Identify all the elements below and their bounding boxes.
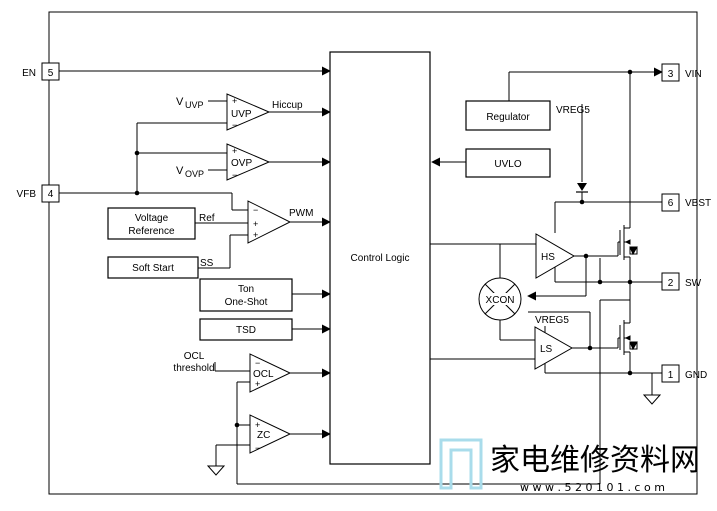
- svg-text:EN: EN: [22, 68, 36, 79]
- low-side-mosfet: [618, 320, 638, 355]
- svg-text:家电维修资料网: 家电维修资料网: [490, 443, 700, 478]
- svg-text:+: +: [255, 379, 260, 389]
- vuvp-label: V: [176, 96, 184, 108]
- ss-label: SS: [200, 258, 214, 269]
- svg-text:OVP: OVP: [231, 158, 252, 169]
- ground-icon: [206, 465, 226, 476]
- ic-boundary: [48, 11, 698, 495]
- high-side-mosfet: [618, 225, 638, 260]
- svg-text:One-Shot: One-Shot: [225, 297, 268, 308]
- svg-text:5: 5: [48, 68, 54, 79]
- ovp-comparator: + − OVP: [226, 143, 271, 181]
- xcon-block: XCON: [478, 277, 522, 321]
- ocl-threshold-label: OCL: [184, 351, 205, 362]
- svg-text:VIN: VIN: [685, 69, 702, 80]
- watermark: 家电维修资料网 w w w . 5 2 0 1 0 1 . c o m: [439, 438, 700, 494]
- zc-comparator: + − ZC: [249, 414, 292, 454]
- svg-text:VFB: VFB: [17, 189, 37, 200]
- pin-vin: 3 VIN: [661, 63, 702, 82]
- uvp-comparator: + − UVP: [226, 93, 271, 131]
- vreg5-ls-label: VREG5: [535, 315, 569, 326]
- hs-driver: HS: [535, 233, 575, 279]
- tsd-block: [199, 318, 293, 341]
- svg-text:HS: HS: [541, 252, 555, 263]
- svg-text:+: +: [232, 146, 237, 156]
- svg-text:3: 3: [668, 69, 674, 80]
- svg-text:Regulator: Regulator: [486, 112, 530, 123]
- svg-text:4: 4: [48, 189, 54, 200]
- svg-text:TSD: TSD: [236, 325, 256, 336]
- svg-text:Soft Start: Soft Start: [132, 263, 174, 274]
- svg-text:UVP: UVP: [185, 100, 204, 110]
- svg-text:VBST: VBST: [685, 198, 711, 209]
- uvlo-block: [465, 148, 551, 178]
- svg-text:6: 6: [668, 198, 674, 209]
- svg-text:Ton: Ton: [238, 284, 254, 295]
- pin-vfb: 4 VFB: [17, 184, 60, 203]
- soft-start-block: [107, 256, 199, 279]
- svg-text:−: −: [255, 443, 260, 453]
- svg-text:ZC: ZC: [257, 430, 270, 441]
- control-logic-label: Control Logic: [351, 253, 410, 264]
- svg-text:+: +: [253, 230, 258, 240]
- svg-text:+: +: [253, 219, 258, 229]
- svg-text:−: −: [232, 170, 237, 180]
- ground-icon: [642, 394, 662, 405]
- svg-text:−: −: [232, 120, 237, 130]
- svg-text:−: −: [255, 358, 260, 368]
- ref-label: Ref: [199, 213, 215, 224]
- voltage-reference-block: [107, 207, 196, 240]
- svg-text:w w w . 5 2 0 1 0 1 . c o m: w w w . 5 2 0 1 0 1 . c o m: [520, 481, 665, 494]
- svg-text:threshold: threshold: [173, 363, 214, 374]
- svg-text:−: −: [253, 205, 258, 215]
- pwm-label: PWM: [289, 208, 313, 219]
- vreg5-label: VREG5: [556, 105, 590, 116]
- regulator-block: [465, 100, 551, 131]
- svg-text:OVP: OVP: [185, 169, 204, 179]
- hiccup-label: Hiccup: [272, 100, 303, 111]
- svg-text:UVLO: UVLO: [494, 159, 521, 170]
- svg-text:GND: GND: [685, 370, 707, 381]
- svg-text:Voltage: Voltage: [135, 213, 169, 224]
- vovp-label: V: [176, 165, 184, 177]
- pwm-comparator: − + +: [247, 200, 292, 244]
- ton-one-shot-block: [199, 278, 293, 312]
- svg-text:Reference: Reference: [128, 226, 175, 237]
- svg-text:1: 1: [668, 370, 674, 381]
- svg-text:OCL: OCL: [253, 369, 274, 380]
- svg-text:+: +: [255, 420, 260, 430]
- control-logic-block: [329, 51, 431, 465]
- pin-sw: 2 SW: [661, 272, 702, 291]
- bootstrap-diode: [576, 183, 588, 193]
- pin-vbst: 6 VBST: [661, 193, 711, 212]
- ocl-comparator: − + OCL: [249, 353, 292, 393]
- svg-text:XCON: XCON: [486, 295, 515, 306]
- watermark-logo-icon: [439, 438, 483, 490]
- pin-en: 5 EN: [22, 62, 60, 81]
- svg-text:LS: LS: [540, 344, 553, 355]
- ls-driver: LS: [534, 326, 574, 370]
- svg-text:SW: SW: [685, 278, 702, 289]
- svg-text:2: 2: [668, 278, 674, 289]
- svg-text:UVP: UVP: [231, 109, 252, 120]
- pin-gnd: 1 GND: [661, 364, 707, 383]
- svg-text:+: +: [232, 96, 237, 106]
